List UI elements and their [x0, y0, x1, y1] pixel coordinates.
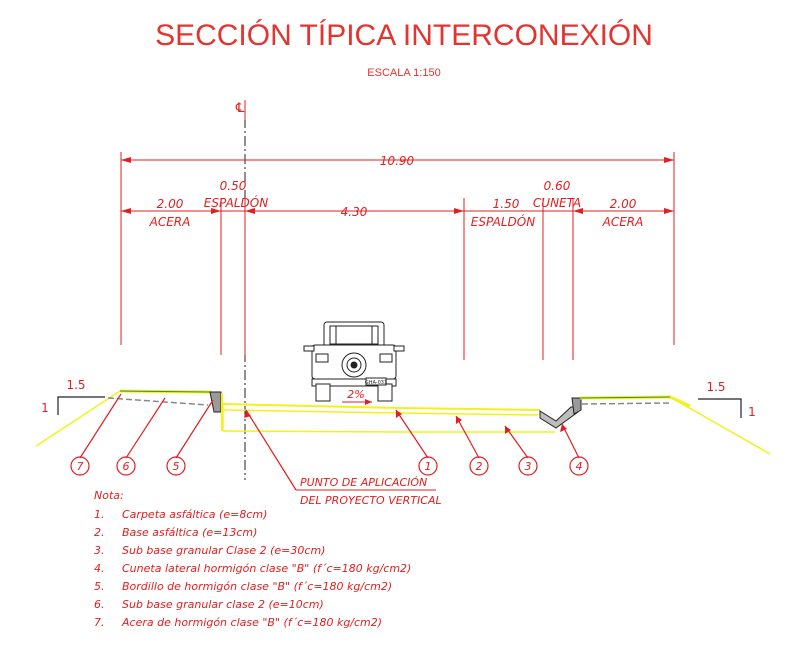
left-subbase-line [107, 397, 209, 406]
total-width-value: 10.90 [380, 154, 415, 168]
arrowhead [664, 208, 674, 214]
arrowhead [573, 208, 583, 214]
right-slope-horizontal: 1.5 [706, 380, 725, 394]
note-text: Cuneta lateral hormigón clase "B" (f´c=1… [122, 562, 411, 575]
callout-markers: 7 6 5 1 2 3 4 [70, 456, 589, 476]
note-number: 1. [94, 508, 105, 521]
ditch-width: 0.60 [544, 179, 571, 193]
note-number: 7. [94, 616, 105, 629]
callout-circle [70, 456, 90, 476]
note-number: 5. [94, 580, 105, 593]
callout-circle [569, 456, 589, 476]
drawing-title: SECCIÓN TÍPICA INTERCONEXIÓN [155, 19, 653, 52]
arrowhead [211, 208, 221, 214]
side-ditch [539, 406, 579, 429]
right-shoulder-width: 1.50 [493, 197, 520, 211]
arrowhead [245, 208, 255, 214]
callout-number: 3 [525, 460, 532, 473]
right-slope-indicator: 1.5 1 [698, 380, 756, 419]
license-plate [365, 377, 387, 386]
right-subbase-line [581, 402, 671, 405]
asphalt-base [222, 409, 539, 416]
crossfall-value: 2% [347, 388, 364, 401]
note-text: Bordillo de hormigón clase "B" (f´c=180 … [122, 580, 392, 593]
left-slope-indicator: 1.5 1 [41, 378, 105, 415]
left-slope-horizontal: 1.5 [66, 378, 85, 392]
note-number: 4. [94, 562, 105, 575]
application-point-line-2: DEL PROYECTO VERTICAL [300, 494, 442, 507]
notes-block: Nota: 1. Carpeta asfáltica (e=8cm) 2. Ba… [94, 489, 411, 629]
callout-circle [518, 456, 538, 476]
wheel [377, 383, 393, 402]
callout-number: 6 [123, 460, 130, 473]
callout-circle [469, 456, 489, 476]
left-sidewalk-width: 2.00 [157, 197, 184, 211]
ditch-label: CUNETA [533, 196, 581, 210]
asphalt-carpet [222, 403, 541, 411]
wheel [315, 383, 331, 402]
note-number: 3. [94, 544, 105, 557]
left-sidewalk-label: ACERA [149, 215, 191, 229]
arrowhead [121, 157, 131, 163]
arrowhead [121, 208, 131, 214]
license-plate-text: GHA-033 [365, 380, 387, 386]
callout-number: 2 [476, 460, 483, 473]
note-text: Sub base granular Clase 2 (e=30cm) [122, 544, 325, 557]
callout-arrowheads [244, 410, 567, 434]
callout-number: 1 [425, 460, 432, 473]
centerline-symbol: ℄ [234, 101, 246, 116]
callout-circle [116, 456, 136, 476]
note-text: Carpeta asfáltica (e=8cm) [122, 508, 267, 521]
callout-number: 5 [173, 460, 180, 473]
notes-heading: Nota: [94, 489, 124, 502]
dimension-lines: 10.90 2.00 ACERA 0.50 ESPALDÓN 4.30 1.50… [120, 152, 675, 360]
right-sidewalk-width: 2.00 [610, 197, 637, 211]
granular-subbase [222, 430, 555, 433]
right-embankment [669, 396, 771, 455]
right-shoulder-label: ESPALDÓN [471, 214, 535, 229]
arrowhead [664, 157, 674, 163]
note-text: Sub base granular clase 2 (e=10cm) [122, 598, 324, 611]
callout-circle [418, 456, 438, 476]
note-number: 2. [94, 526, 105, 539]
carriageway-width: 4.30 [341, 205, 368, 219]
right-curb [571, 397, 582, 415]
vehicle-icon: GHA-033 [303, 321, 405, 402]
left-shoulder-width: 0.50 [220, 179, 247, 193]
right-slope-vertical: 1 [748, 405, 756, 419]
left-embankment [35, 390, 121, 447]
note-number: 6. [94, 598, 105, 611]
right-sidewalk-label: ACERA [602, 215, 644, 229]
callout-circle [166, 456, 186, 476]
callout-number: 4 [576, 460, 583, 473]
callout-number: 7 [77, 460, 84, 473]
drawing-scale: ESCALA 1:150 [367, 67, 440, 79]
left-slope-vertical: 1 [41, 401, 49, 415]
note-text: Base asfáltica (e=13cm) [122, 526, 257, 539]
note-text: Acera de hormigón clase "B" (f´c=180 kg/… [121, 616, 382, 629]
arrowhead [454, 208, 464, 214]
callout-leaders [79, 393, 580, 491]
road-section [35, 389, 771, 455]
application-point-line-1: PUNTO DE APLICACIÓN [300, 476, 427, 489]
left-shoulder-label: ESPALDÓN [204, 195, 268, 210]
